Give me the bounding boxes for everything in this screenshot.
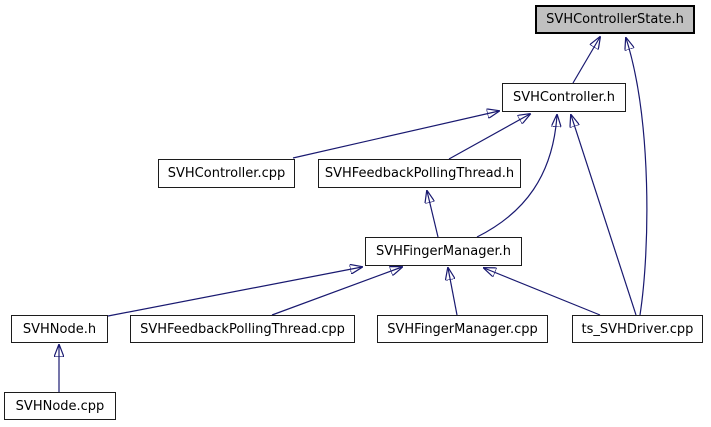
node-ts-svhdriver-cpp[interactable]: ts_SVHDriver.cpp [572,315,703,343]
node-svhfingermanager-h[interactable]: SVHFingerManager.h [365,237,522,266]
edge-svhfingermanager-h-to-svhcontroller-h [476,115,557,238]
edge-ts-svhdriver-cpp-to-svhfingermanager-h [484,268,601,316]
node-svhnode-h[interactable]: SVHNode.h [11,315,108,343]
edge-ts-svhdriver-cpp-to-svhcontrollerstate-h [626,38,648,316]
edge-svhcontroller-cpp-to-svhcontroller-h [292,111,499,159]
node-svhcontroller-h[interactable]: SVHController.h [502,83,626,112]
edge-ts-svhdriver-cpp-to-svhcontroller-h [571,115,637,316]
edge-svhfeedbackpollingthread-cpp-to-svhfingermanager-h [271,267,402,316]
node-svhnode-cpp[interactable]: SVHNode.cpp [4,392,116,420]
edge-svhcontroller-h-to-svhcontrollerstate-h [572,37,600,84]
node-svhfeedbackpollingthread-h[interactable]: SVHFeedbackPollingThread.h [318,159,521,188]
edge-svhfingermanager-h-to-svhfeedbackpollingthread-h [427,191,439,238]
node-svhfingermanager-cpp[interactable]: SVHFingerManager.cpp [377,315,548,343]
node-svhcontroller-cpp[interactable]: SVHController.cpp [158,159,295,188]
edge-svhfeedbackpollingthread-h-to-svhcontroller-h [448,114,530,160]
node-svhfeedbackpollingthread-cpp[interactable]: SVHFeedbackPollingThread.cpp [130,315,355,343]
edge-svhnode-h-to-svhfingermanager-h [107,267,362,317]
node-svhcontrollerstate-h[interactable]: SVHControllerState.h [535,5,695,34]
edge-svhfingermanager-cpp-to-svhfingermanager-h [448,268,458,316]
